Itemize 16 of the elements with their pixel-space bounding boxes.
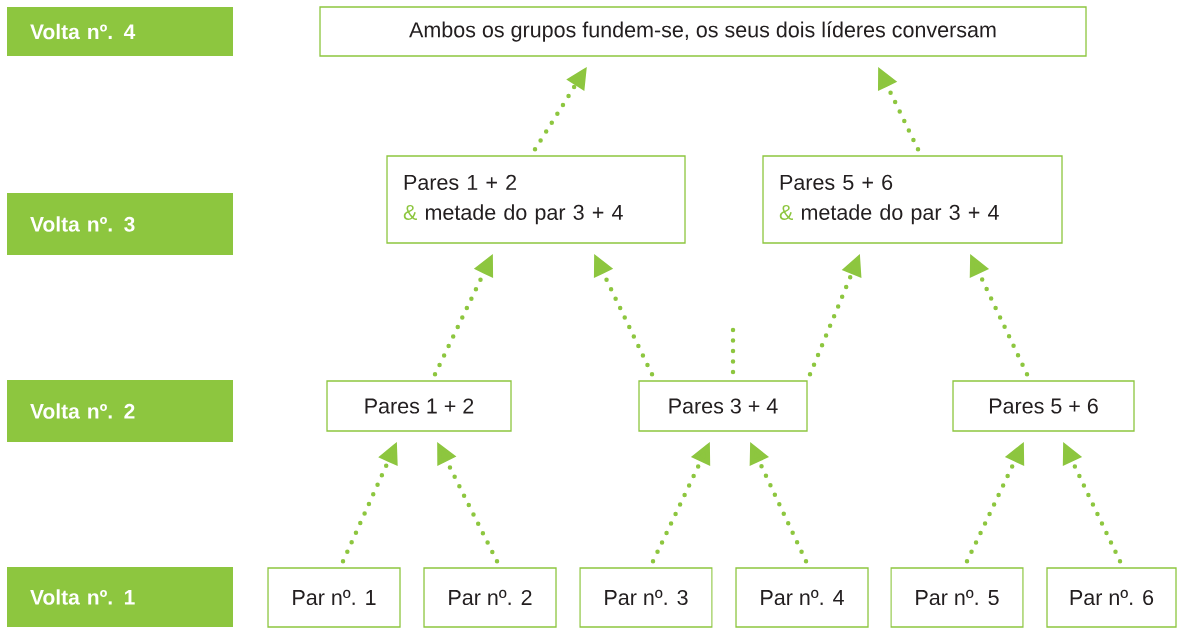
text-box: Pares 5 + 6 [952, 380, 1135, 432]
round-label: Volta nº. 4 [7, 7, 233, 56]
round-label: Volta nº. 1 [7, 567, 233, 627]
round-label: Volta nº. 2 [7, 380, 233, 442]
text-box: Par nº. 6 [1046, 567, 1177, 628]
text-box: Pares 5 + 6 & metade do par 3 + 4 [762, 155, 1063, 244]
text-box: Par nº. 4 [735, 567, 869, 628]
text-box: Par nº. 1 [267, 567, 401, 628]
text-box: Pares 3 + 4 [638, 380, 808, 432]
text-box: Pares 1 + 2 & metade do par 3 + 4 [386, 155, 686, 244]
text-box: Par nº. 3 [579, 567, 713, 628]
text-box: Pares 1 + 2 [326, 380, 512, 432]
round-label: Volta nº. 3 [7, 193, 233, 255]
text-box: Par nº. 2 [423, 567, 557, 628]
text-box: Ambos os grupos fundem-se, os seus dois líderes conversam [319, 6, 1087, 57]
text-box: Par nº. 5 [890, 567, 1024, 628]
